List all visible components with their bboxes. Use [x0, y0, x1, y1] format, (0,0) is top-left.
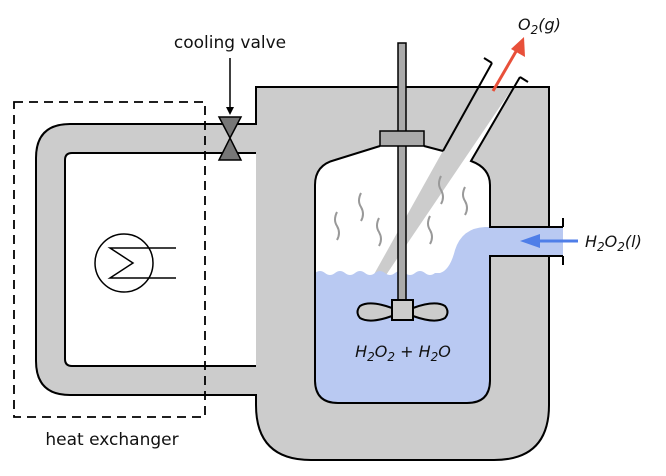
shaft-seal [379, 130, 425, 147]
heat-exchanger-label: heat exchanger [45, 430, 178, 450]
cooling-loop-inner [64, 152, 256, 367]
vapor-icon [334, 175, 468, 247]
h2o2-label: H2O2(l) [585, 232, 642, 254]
cooling-valve-icon[interactable] [217, 116, 243, 161]
h2o2-inflow-arrow [520, 234, 578, 248]
o2-outflow-arrow [491, 37, 525, 92]
o2-label: O2(g) [518, 15, 561, 37]
mixture-label: H2O2 + H2O [355, 342, 451, 364]
impeller-icon [356, 299, 449, 322]
agitator-shaft [397, 42, 407, 306]
heat-exchanger-icon [94, 233, 176, 293]
o2-outlet-flange [483, 57, 529, 83]
heat-exchanger-boundary [13, 101, 206, 418]
cooling-valve-label: cooling valve [174, 33, 286, 53]
